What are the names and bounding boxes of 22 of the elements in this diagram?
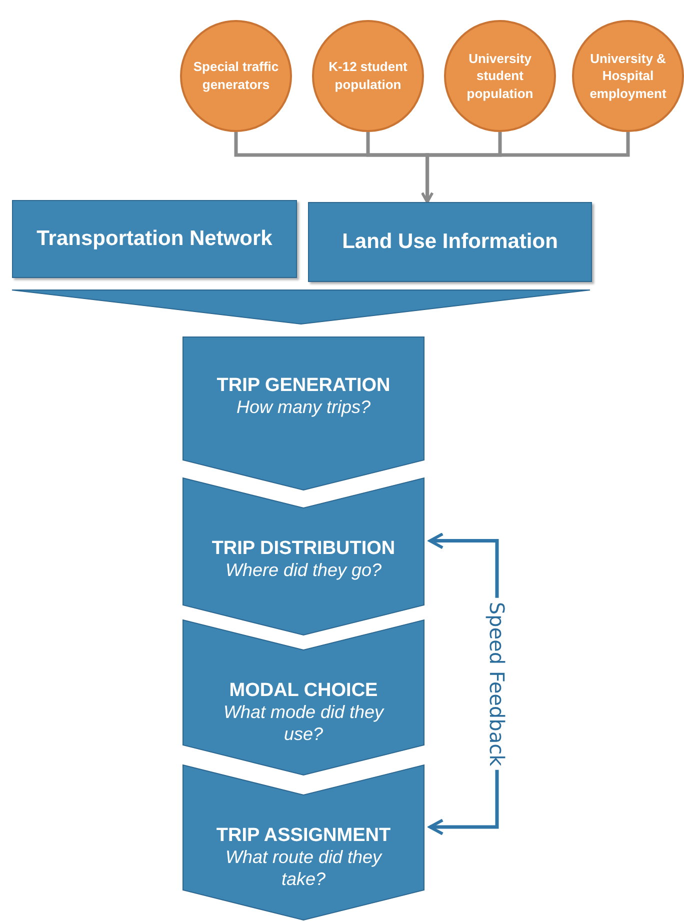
circle-label: University & Hospital employment — [588, 50, 668, 102]
process-step — [183, 765, 424, 920]
step-title: MODAL CHOICE — [229, 680, 378, 702]
step-question: What mode did they use? — [222, 702, 386, 746]
circle-label: K-12 student population — [328, 58, 408, 94]
step-question: How many trips? — [236, 397, 371, 419]
step-question: What route did they take? — [224, 847, 384, 890]
step-title: TRIP DISTRIBUTION — [212, 538, 396, 560]
circle-label: Special traffic generators — [192, 58, 280, 94]
box-label: Land Use Information — [342, 230, 558, 254]
arrow — [421, 132, 630, 204]
circle-label: University student population — [466, 50, 534, 102]
box-label: Transportation Network — [36, 227, 272, 251]
step-title: TRIP GENERATION — [216, 375, 390, 397]
input-box — [308, 202, 592, 282]
merge-triangle — [12, 290, 590, 324]
step-title: TRIP ASSIGNMENT — [216, 825, 391, 847]
step-question: Where did they go? — [225, 560, 382, 582]
process-step — [183, 337, 424, 490]
process-step — [183, 478, 424, 635]
input-box — [12, 200, 297, 278]
process-step — [183, 620, 424, 775]
